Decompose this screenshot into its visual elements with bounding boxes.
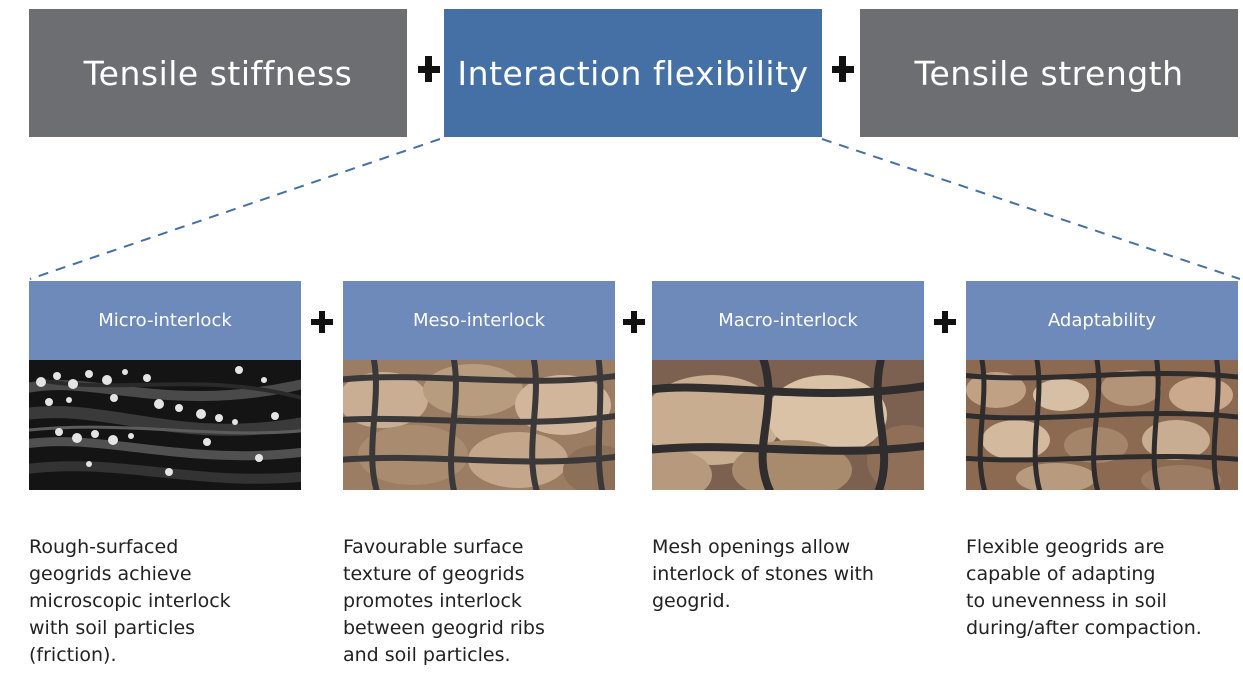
meso-interlock-label: Meso-interlock: [412, 310, 546, 331]
micro-interlock-header: Micro-interlock: [29, 281, 301, 360]
adaptability-header: Adaptability: [966, 281, 1238, 360]
macro-interlock-description: Mesh openings allow interlock of stones …: [652, 536, 874, 612]
plus-icon: [934, 311, 956, 333]
micro-interlock-label: Micro-interlock: [98, 310, 232, 331]
macro-interlock-card: Macro-interlock: [652, 281, 924, 490]
macro-interlock-image: [652, 360, 924, 490]
adaptability-description: Flexible geogrids are capable of adaptin…: [966, 536, 1202, 639]
tensile-strength-label: Tensile strength: [914, 53, 1184, 93]
meso-interlock-description: Favourable surface texture of geogrids p…: [343, 536, 545, 666]
micro-interlock-image: [29, 360, 301, 490]
tensile-strength-box: Tensile strength: [860, 9, 1238, 137]
meso-interlock-header: Meso-interlock: [343, 281, 615, 360]
plus-icon: [832, 56, 854, 82]
micro-interlock-card: Micro-interlock: [29, 281, 301, 490]
micro-interlock-description: Rough-surfaced geogrids achieve microsco…: [29, 536, 231, 666]
tensile-stiffness-box: Tensile stiffness: [29, 9, 407, 137]
macro-interlock-label: Macro-interlock: [718, 310, 858, 331]
plus-icon: [418, 56, 440, 82]
connector-right: [821, 138, 1241, 280]
meso-interlock-image: [343, 360, 615, 490]
adaptability-image: [966, 360, 1238, 490]
interaction-flexibility-box: Interaction flexibility: [444, 9, 822, 137]
adaptability-card: Adaptability: [966, 281, 1238, 490]
plus-icon: [311, 311, 333, 333]
tensile-stiffness-label: Tensile stiffness: [83, 53, 353, 93]
plus-icon: [623, 311, 645, 333]
connector-left: [29, 138, 441, 280]
adaptability-label: Adaptability: [1047, 310, 1157, 331]
interaction-flexibility-label: Interaction flexibility: [457, 53, 809, 93]
meso-interlock-card: Meso-interlock: [343, 281, 615, 490]
macro-interlock-header: Macro-interlock: [652, 281, 924, 360]
